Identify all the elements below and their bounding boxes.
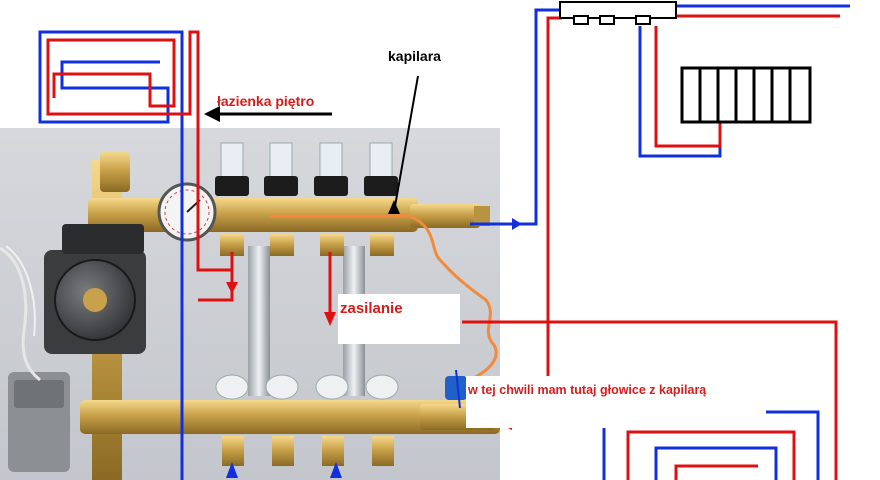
supply-arrow-1 — [226, 282, 238, 294]
mounting-bracket-left — [248, 246, 270, 396]
supply-arrow-2 — [324, 312, 336, 326]
supply-label-box — [338, 294, 460, 344]
supply-line-to-radiator — [546, 14, 840, 420]
radiator — [680, 66, 812, 124]
flow-meter-2 — [264, 142, 298, 196]
supply-end-fitting — [410, 204, 480, 228]
return-arrows-bottom — [226, 462, 342, 478]
thermostatic-head — [445, 376, 467, 400]
thermostatic-head-note: w tej chwili mam tutaj głowice z kapilar… — [468, 383, 707, 397]
supply-label: zasilanie — [340, 300, 403, 317]
upper-floor-manifold — [559, 1, 677, 25]
valve-caps — [215, 374, 399, 400]
capillary-line — [270, 214, 498, 382]
flow-meter-3 — [314, 142, 348, 196]
bathroom-floor-loop — [38, 30, 234, 480]
return-manifold-bar — [80, 400, 500, 434]
air-vent — [100, 152, 130, 192]
note-label-box — [466, 376, 766, 428]
bathroom-upstairs-label: łazienka piętro — [217, 93, 315, 109]
kapilara-pointer — [393, 75, 419, 213]
flow-meter-4 — [364, 142, 398, 196]
flow-meter-1 — [215, 142, 249, 196]
capillary-label: kapilara — [388, 48, 441, 64]
